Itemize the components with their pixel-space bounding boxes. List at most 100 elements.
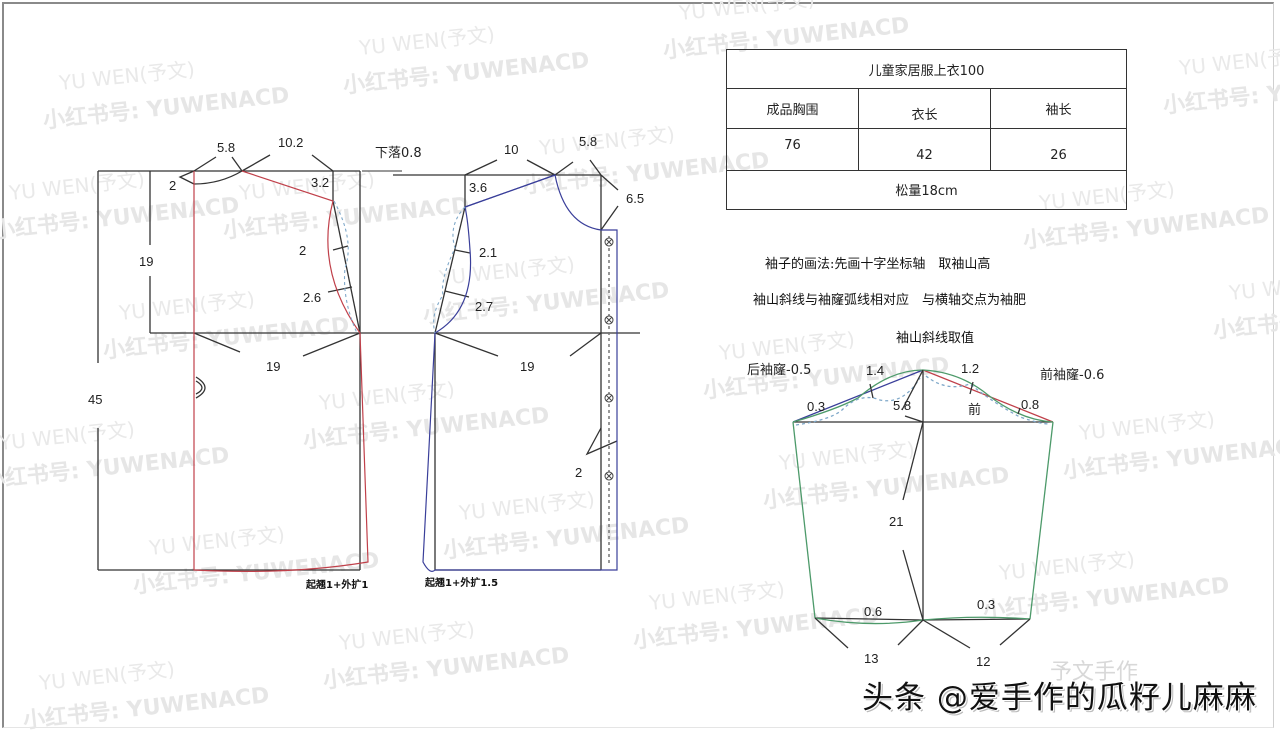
tick	[600, 174, 619, 191]
tick	[999, 618, 1031, 646]
sleeve-back-slope	[792, 369, 924, 423]
tick	[569, 332, 602, 357]
tick	[901, 369, 924, 411]
sleeve-front-curve-2-label: 0.8	[1021, 397, 1039, 412]
notch-mark-inner	[195, 380, 203, 395]
button-icon	[604, 471, 614, 481]
spec-value-bust: 76	[726, 128, 859, 171]
tick	[969, 381, 974, 395]
placket-tick	[585, 427, 618, 456]
back-piece	[97, 154, 640, 571]
sleeve-note-line-1: 袖子的画法:先画十字坐标轴 取袖山高	[765, 257, 991, 272]
sleeve-back-curve-1-label: 1.4	[866, 363, 884, 378]
sleeve-length-label: 21	[889, 514, 903, 529]
sleeve-note-line-3: 袖山斜线取值	[896, 331, 975, 346]
front-hem-note: 起翘1+外扩1.5	[424, 576, 498, 589]
neck-depth-tick	[178, 170, 195, 185]
front-armhole-curve-1-label: 2.1	[479, 245, 497, 260]
tick	[1017, 407, 1021, 415]
spec-header-sleeve: 袖长	[990, 88, 1127, 130]
tick	[332, 245, 349, 251]
front-neck-width-label: 5.8	[579, 134, 597, 149]
tick	[193, 332, 241, 353]
spec-header-bust: 成品胸围	[726, 88, 859, 130]
sleeve-hem-back-rise-label: 0.6	[864, 604, 882, 619]
front-shoulder-drop-label: 3.6	[469, 180, 487, 195]
front-armhole-dashed	[433, 206, 466, 334]
spec-header-length: 衣长	[858, 88, 991, 130]
tick	[554, 161, 574, 176]
notch-mark	[195, 376, 206, 399]
tick	[327, 286, 353, 293]
front-cut-line	[422, 174, 618, 572]
front-neck-depth-label: 6.5	[626, 191, 644, 206]
tick	[241, 154, 271, 172]
front-piece-outline	[422, 174, 618, 572]
button-icon	[604, 237, 614, 247]
tick	[302, 332, 361, 357]
sleeve-cuff-back-label: 13	[864, 651, 878, 666]
back-neck-depth-label: 2	[169, 178, 176, 193]
sleeve-back-cap-note: 后袖窿-0.5	[747, 363, 811, 378]
front-placket-label: 2	[575, 465, 582, 480]
tick	[897, 619, 924, 646]
sleeve-back-underarm	[792, 421, 816, 619]
front-piece	[393, 159, 619, 571]
back-length-label: 45	[88, 392, 102, 407]
tick	[902, 549, 924, 621]
tick	[814, 617, 849, 649]
spec-value-sleeve: 26	[990, 128, 1127, 171]
spec-ease: 松量18cm	[726, 169, 1127, 211]
tick	[434, 332, 499, 357]
tick	[589, 159, 602, 176]
sleeve-front-cap-note: 前袖窿-0.6	[1040, 367, 1104, 383]
back-hem-note: 起翘1+外扩1	[305, 578, 368, 591]
tick	[454, 249, 471, 254]
sleeve-back-curve-2-label: 0.3	[807, 399, 825, 414]
back-shoulder-label: 10.2	[278, 135, 303, 150]
armhole-straight-line	[332, 200, 361, 334]
buttons	[604, 237, 614, 481]
tick	[231, 156, 243, 172]
back-cut-line	[193, 170, 369, 572]
back-armhole-dashed	[333, 200, 358, 334]
front-shoulder-label: 10	[504, 142, 518, 157]
back-neck-curve	[193, 170, 243, 185]
tick	[311, 154, 334, 172]
footer-logo: 予文手作	[1050, 660, 1139, 685]
back-neck-width-label: 5.8	[217, 140, 235, 155]
button-icon	[604, 315, 614, 325]
back-half-bust-label: 19	[266, 359, 280, 374]
sleeve-cap-height-label: 5.8	[893, 398, 911, 413]
front-shoulder-line	[464, 174, 556, 208]
sleeve-note-line-2: 袖山斜线与袖窿弧线相对应 与横轴交点为袖肥	[753, 293, 1027, 308]
front-armhole-curve-2-label: 2.7	[475, 299, 493, 314]
back-piece-outline	[193, 170, 369, 572]
back-shoulder-drop-label: 3.2	[311, 175, 329, 190]
tick	[526, 159, 556, 176]
tick	[922, 619, 971, 649]
button-icon	[604, 393, 614, 403]
front-armhole-straight-line	[434, 206, 466, 334]
spec-table: 儿童家居服上衣100 成品胸围 衣长 袖长 76 42 26 松量18cm	[726, 48, 1127, 211]
tick	[600, 205, 619, 231]
footer-credit: 头条 @爱手作的瓜籽儿麻麻	[862, 680, 1257, 716]
tick	[869, 383, 874, 399]
sleeve-front-curve-1-label: 1.2	[961, 361, 979, 376]
tick	[904, 415, 924, 423]
sleeve-front-underarm	[1029, 421, 1054, 620]
front-half-bust-label: 19	[520, 359, 534, 374]
sleeve	[792, 369, 1054, 649]
back-armhole-curve-2-label: 2.6	[303, 290, 321, 305]
sleeve-front-label: 前	[968, 402, 981, 418]
sleeve-front-slope	[922, 369, 1054, 423]
tick	[902, 421, 924, 501]
tick	[193, 156, 217, 172]
tick	[464, 159, 498, 176]
sleeve-hem-front-rise-label: 0.3	[977, 597, 995, 612]
front-drop-note: 下落0.8	[375, 146, 422, 161]
sleeve-cuff-front-label: 12	[976, 654, 990, 669]
